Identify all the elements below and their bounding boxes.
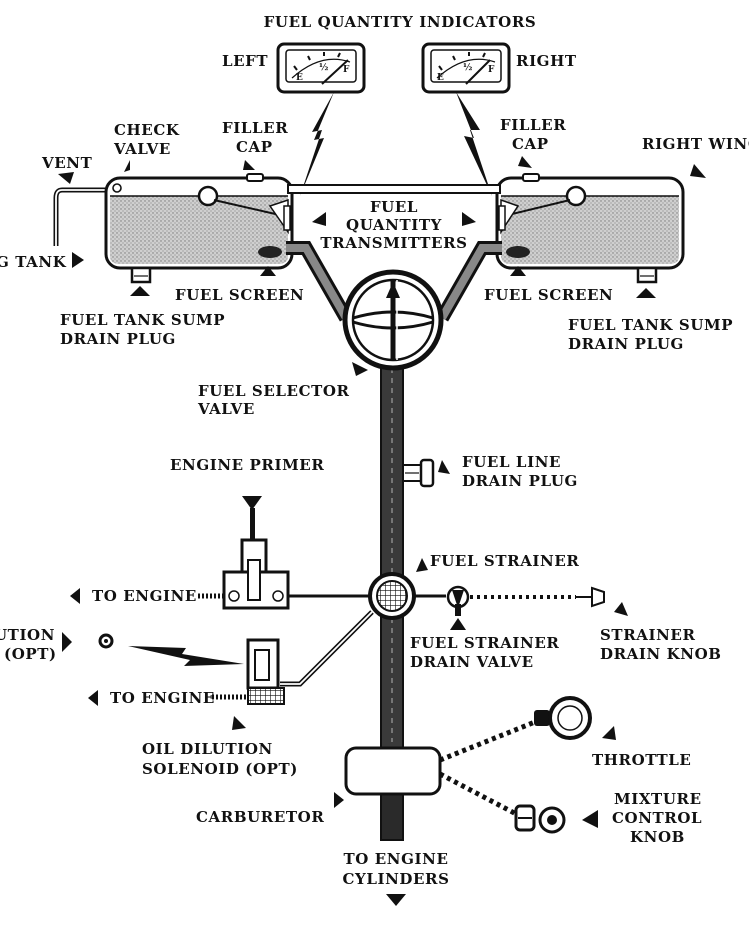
left-sump-label-line2: DRAIN PLUG	[60, 330, 176, 348]
right-wing-tank-label: RIGHT WING	[642, 135, 749, 153]
right-gauge-half-mark: ½	[463, 62, 472, 73]
line-drain-label-line1: FUEL LINE	[462, 453, 561, 471]
left-filler-cap-label-line1: FILLER	[222, 119, 288, 137]
right-transmitter-arrow	[462, 212, 476, 226]
fuel-quantity-indicators-label: FUEL QUANTITY INDICATORS	[264, 13, 537, 31]
oil-dilution-signal-bolt	[128, 646, 244, 666]
to-cylinders-label-line1: TO ENGINE	[344, 850, 449, 868]
to-engine-label-1: TO ENGINE	[92, 587, 197, 605]
left-gauge-empty-mark: E	[296, 73, 303, 83]
right-wing-tank-arrow	[690, 164, 706, 178]
to-engine-arrow-2	[88, 690, 98, 706]
right-fuel-screen-arrow	[510, 266, 526, 276]
fuel-strainer-label: FUEL STRAINER	[430, 552, 579, 570]
right-filler-cap-label-line1: FILLER	[500, 116, 566, 134]
drain-valve-label-line1: FUEL STRAINER	[410, 634, 559, 652]
left-fuel-gauge: E ½ F	[276, 42, 366, 94]
vent-label: VENT	[41, 154, 93, 172]
oil-dilution-solenoid	[246, 638, 285, 705]
left-fuel-screen-label: FUEL SCREEN	[175, 286, 304, 304]
oil-dilution-switch-arrow	[62, 632, 72, 652]
mixture-label-line3: KNOB	[630, 828, 685, 846]
throttle-knob[interactable]	[534, 696, 592, 740]
check-valve-label-line2: VALVE	[113, 140, 171, 158]
solenoid-arrow	[232, 716, 246, 730]
left-gauge-signal-bolt	[300, 92, 334, 196]
carburetor-label: CARBURETOR	[196, 808, 324, 826]
fuel-line-drain-plug[interactable]	[402, 458, 435, 488]
fuel-strainer-drain-valve[interactable]	[446, 585, 470, 616]
drain-knob-label-line2: DRAIN KNOB	[600, 645, 722, 663]
left-gauge-label: LEFT	[222, 52, 268, 70]
right-gauge-signal-bolt	[456, 92, 492, 196]
right-sump-arrow	[636, 288, 656, 298]
fuel-selector-valve[interactable]	[342, 269, 444, 371]
drain-knob-arrow	[614, 602, 628, 616]
transmitters-label-line2: QUANTITY	[346, 216, 442, 234]
to-cylinders-arrow	[386, 894, 406, 906]
line-drain-label-line2: DRAIN PLUG	[462, 472, 578, 490]
mixture-label-line1: MIXTURE	[614, 790, 702, 808]
selector-valve-arrow	[352, 362, 368, 376]
transmitters-label-line3: TRANSMITTERS	[320, 234, 467, 252]
selector-valve-label-line1: FUEL SELECTOR	[198, 382, 350, 400]
to-engine-label-2: TO ENGINE	[110, 689, 215, 707]
fuel-strainer-arrow	[416, 558, 428, 572]
left-wing-tank	[53, 173, 294, 284]
throttle-label: THROTTLE	[592, 751, 691, 769]
solenoid-label-line1: OIL DILUTION	[142, 740, 273, 758]
right-filler-cap-arrow	[518, 156, 532, 168]
left-sump-arrow	[130, 286, 150, 296]
strainer-drain-knob[interactable]	[576, 586, 605, 608]
right-fuel-screen-label: FUEL SCREEN	[484, 286, 613, 304]
solenoid-label-line2: SOLENOID (OPT)	[142, 760, 298, 778]
engine-primer-label: ENGINE PRIMER	[170, 456, 324, 474]
drain-valve-arrow	[450, 618, 466, 630]
left-filler-cap-arrow	[243, 160, 255, 170]
mixture-arrow	[582, 810, 598, 828]
right-wing-tank	[495, 173, 685, 284]
left-sump-label-line1: FUEL TANK SUMP	[60, 311, 225, 329]
drain-valve-label-line2: DRAIN VALVE	[410, 653, 534, 671]
right-fuel-gauge: E ½ F	[421, 42, 511, 94]
carburetor-arrow	[334, 792, 344, 808]
right-sump-label-line2: DRAIN PLUG	[568, 335, 684, 353]
drain-knob-label-line1: STRAINER	[600, 626, 696, 644]
right-gauge-full-mark: F	[488, 65, 495, 75]
fuel-strainer	[368, 572, 416, 620]
throttle-arrow	[602, 726, 616, 740]
mixture-label-line2: CONTROL	[612, 809, 702, 827]
oil-dilution-switch[interactable]	[98, 633, 114, 649]
oil-dilution-switch-label-line2: (OPT)	[4, 645, 57, 663]
right-gauge-empty-mark: E	[437, 73, 444, 83]
check-valve-arrow	[124, 160, 130, 172]
transmitters-label-line1: FUEL	[370, 198, 418, 216]
vent-arrow	[58, 172, 74, 184]
mixture-control-knob[interactable]	[514, 804, 566, 834]
engine-primer[interactable]	[222, 496, 290, 610]
left-fuel-screen-arrow	[260, 266, 276, 276]
left-transmitter-arrow	[312, 212, 326, 226]
left-gauge-half-mark: ½	[319, 62, 328, 73]
fuel-lines	[286, 241, 502, 841]
left-wing-tank-arrow	[72, 252, 84, 268]
to-cylinders-label-line2: CYLINDERS	[342, 870, 449, 888]
check-valve-label-line1: CHECK	[114, 121, 180, 139]
right-sump-label-line1: FUEL TANK SUMP	[568, 316, 733, 334]
right-gauge-label: RIGHT	[516, 52, 577, 70]
carburetor	[344, 746, 442, 796]
oil-dilution-switch-label-line1: UTION	[0, 626, 55, 644]
left-gauge-full-mark: F	[343, 65, 350, 75]
left-filler-cap-label-line2: CAP	[236, 138, 273, 156]
right-filler-cap-label-line2: CAP	[512, 135, 549, 153]
to-engine-arrow-1	[70, 588, 80, 604]
left-wing-tank-label: G TANK	[0, 253, 67, 271]
selector-valve-label-line2: VALVE	[197, 400, 255, 418]
line-drain-arrow	[438, 460, 450, 474]
